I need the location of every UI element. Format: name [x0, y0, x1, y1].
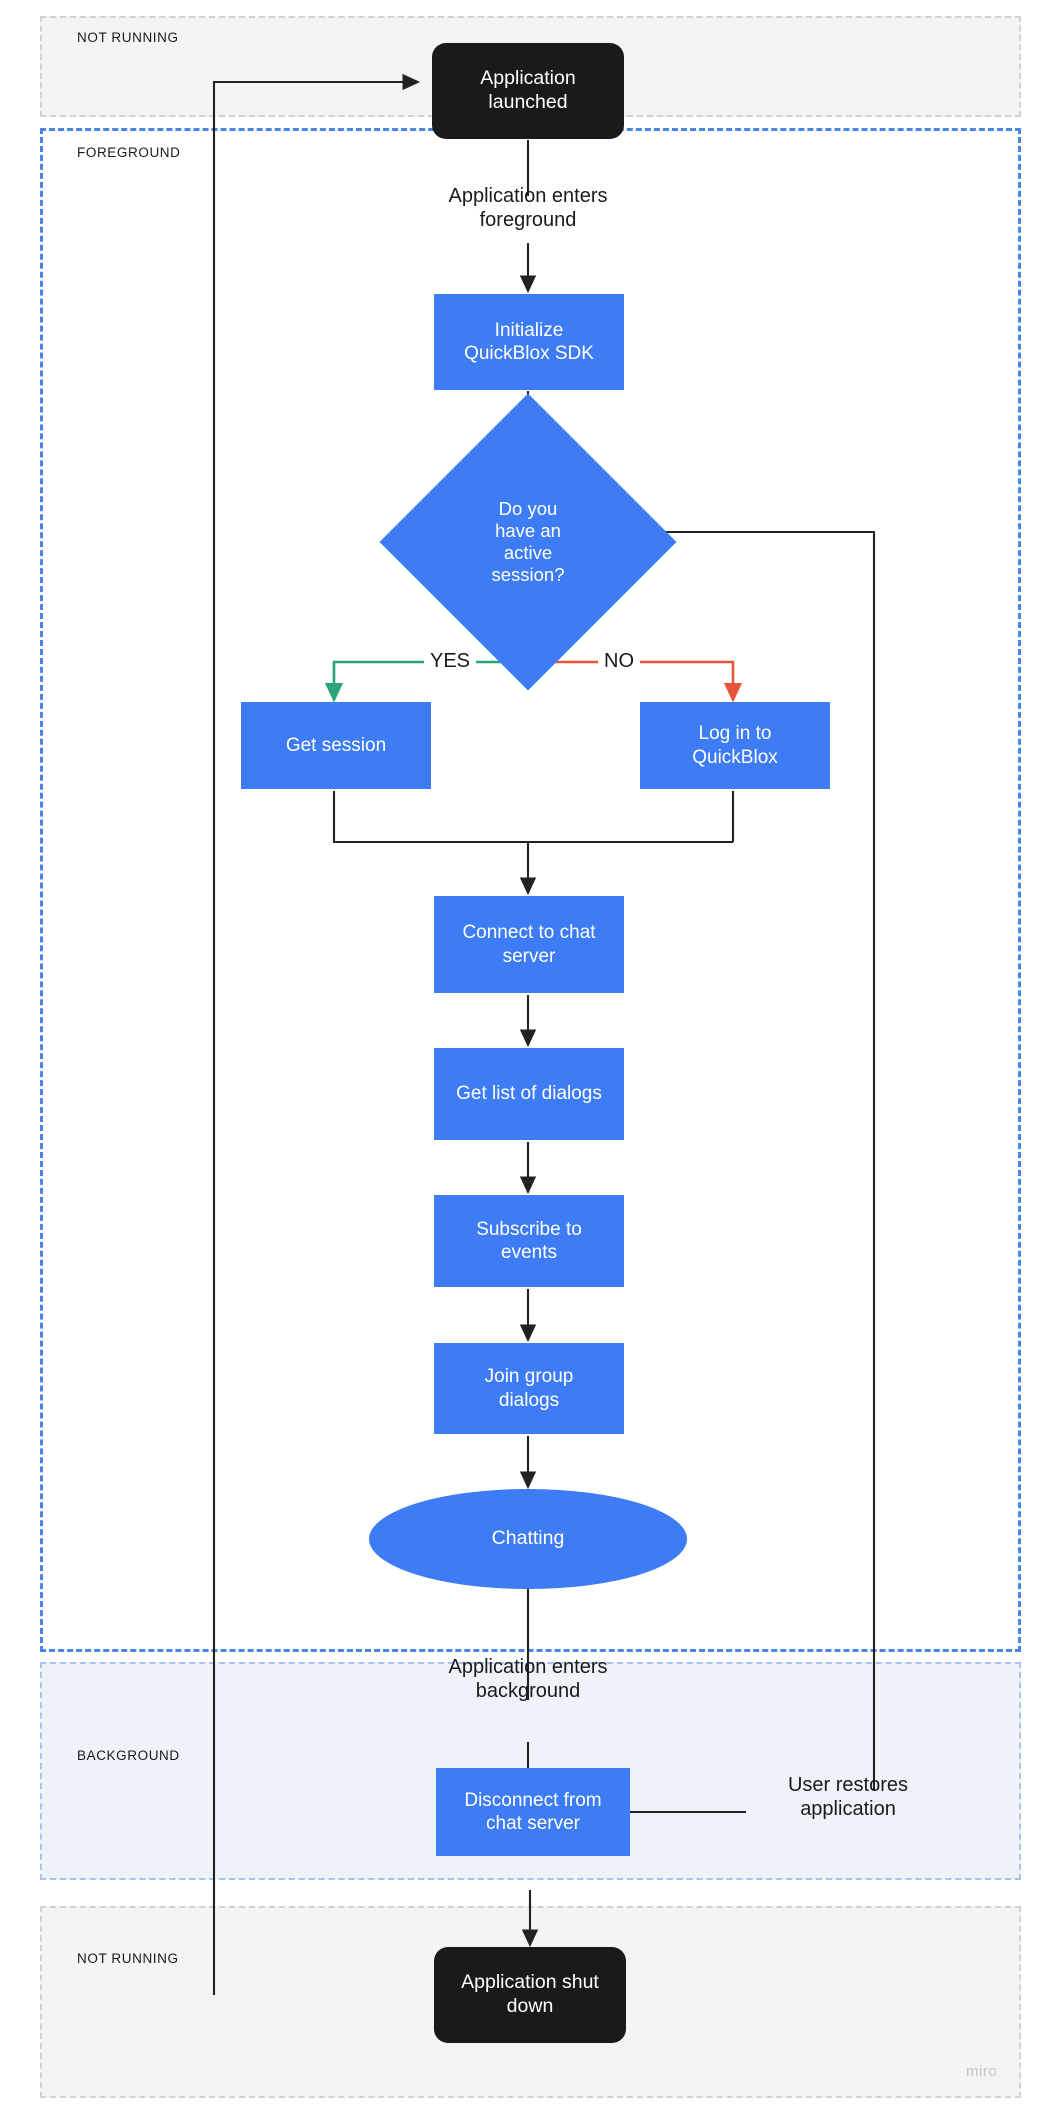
- node-join-group-dialogs[interactable]: Join group dialogs: [434, 1343, 624, 1434]
- branch-label-no: NO: [598, 650, 640, 673]
- node-log-in-to-quickblox[interactable]: Log in to QuickBlox: [640, 702, 830, 789]
- edge-label-enters-background: Application enters background: [448, 1656, 608, 1703]
- node-application-shut-down[interactable]: Application shut down: [434, 1947, 626, 2043]
- node-connect-to-chat-server[interactable]: Connect to chat server: [434, 896, 624, 993]
- lane-label-not-running-bottom: NOT RUNNING: [77, 1951, 179, 1966]
- node-decision-active-session[interactable]: Do you have an active session?: [379, 393, 677, 691]
- node-chatting[interactable]: Chatting: [369, 1489, 687, 1589]
- edge-label-user-restores-application: User restores application: [787, 1774, 909, 1821]
- node-initialize-quickblox-sdk[interactable]: Initialize QuickBlox SDK: [434, 294, 624, 390]
- node-disconnect-from-chat-server[interactable]: Disconnect from chat server: [436, 1768, 630, 1856]
- node-decision-label: Do you have an active session?: [491, 497, 565, 586]
- lane-label-not-running-top: NOT RUNNING: [77, 30, 179, 45]
- node-application-launched[interactable]: Application launched: [432, 43, 624, 139]
- miro-watermark: miro: [966, 2063, 998, 2080]
- node-get-list-of-dialogs[interactable]: Get list of dialogs: [434, 1048, 624, 1140]
- edge-label-enters-foreground: Application enters foreground: [448, 185, 608, 232]
- branch-label-yes: YES: [424, 650, 477, 673]
- lane-label-foreground: FOREGROUND: [77, 145, 181, 160]
- lane-label-background: BACKGROUND: [77, 1748, 180, 1763]
- node-get-session[interactable]: Get session: [241, 702, 431, 789]
- node-subscribe-to-events[interactable]: Subscribe to events: [434, 1195, 624, 1287]
